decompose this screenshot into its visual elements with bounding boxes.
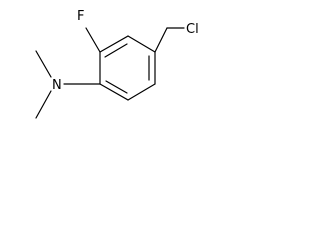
- ring-bond-5: [99, 83, 129, 101]
- chemical-structure-diagram: F N Cl: [35, 9, 199, 119]
- chlorine-atom-label: Cl: [186, 22, 199, 37]
- nitrogen-methyl-lower-bond: [35, 90, 52, 119]
- benzene-ring: [99, 35, 156, 101]
- ring-bond-2: [127, 35, 156, 53]
- ring-bond-1: [99, 35, 129, 53]
- ring-to-fluorine-bond: [85, 27, 101, 53]
- nitrogen-methyl-upper-bond: [35, 50, 52, 78]
- nitrogen-atom-label: N: [52, 78, 62, 93]
- ring-to-methylene-bond: [154, 27, 168, 53]
- fluorine-atom-label: F: [77, 9, 84, 24]
- ring-double-bond-top: [104, 43, 128, 58]
- ring-bond-4: [127, 83, 156, 101]
- ring-double-bond-bottom: [105, 80, 128, 94]
